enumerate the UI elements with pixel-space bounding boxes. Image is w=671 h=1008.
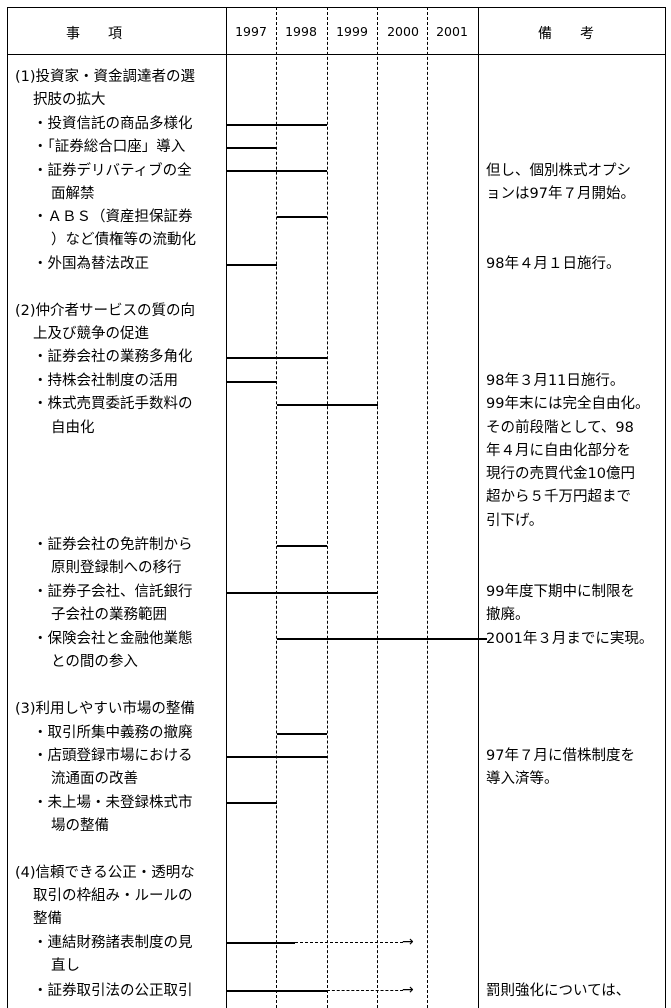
item-label: 原則登録制への移行 [51, 560, 182, 576]
year-label-1997: 1997 [235, 24, 267, 39]
year-divider [377, 7, 378, 1008]
year-divider [327, 7, 328, 1008]
timeline-bar [227, 264, 277, 266]
item-label: ・保険会社と金融他業態 [33, 631, 193, 647]
section-title: 択肢の拡大 [33, 92, 106, 108]
item-label: 面解禁 [51, 186, 95, 202]
item-label: ・外国為替法改正 [33, 256, 149, 272]
year-label-2000: 2000 [387, 24, 419, 39]
timeline-bar [277, 638, 487, 640]
section-title: (3)利用しやすい市場の整備 [15, 701, 195, 717]
timeline-bar [227, 147, 277, 149]
timeline-bar [227, 381, 277, 383]
item-label: ・店頭登録市場における [33, 748, 193, 764]
item-label: ・ＡＢＳ（資産担保証券 [33, 209, 193, 225]
table-top-border [7, 7, 665, 8]
timeline-bar [227, 170, 327, 172]
timeline-bar [277, 545, 327, 547]
remark-text: 現行の売買代金10億円 [486, 466, 635, 482]
timeline-bar [227, 357, 327, 359]
timeline-bar [227, 990, 327, 992]
item-label: との間の参入 [51, 654, 138, 670]
year-label-1998: 1998 [285, 24, 317, 39]
timeline-dashed-extension [295, 942, 403, 943]
timeline-bar [227, 124, 327, 126]
timeline-bar [277, 733, 327, 735]
remark-text: 導入済等。 [486, 771, 559, 787]
item-label: ・持株会社制度の活用 [33, 373, 178, 389]
header-jikou: 事 項 [66, 26, 122, 42]
section-title: (1)投資家・資金調達者の選 [15, 69, 196, 85]
item-label: ・証券子会社、信託銀行 [33, 584, 193, 600]
remark-text: 但し、個別株式オプシ [486, 163, 631, 179]
timeline-bar [227, 756, 327, 758]
section-title: (2)仲介者サービスの質の向 [15, 303, 196, 319]
section-title: 取引の枠組み・ルールの [33, 888, 193, 904]
section-title: (4)信頼できる公正・透明な [15, 865, 195, 881]
remark-text: 97年７月に借株制度を [486, 748, 635, 764]
col-divider-remarks [478, 7, 479, 1008]
remark-text: 引下げ。 [486, 513, 544, 529]
remark-text: ョンは97年７月開始。 [486, 186, 635, 202]
header-bottom-border [7, 54, 665, 55]
section-title: 上及び競争の促進 [33, 326, 149, 342]
remark-text: 罰則強化については、 [486, 983, 631, 999]
year-divider [427, 7, 428, 1008]
year-label-1999: 1999 [336, 24, 368, 39]
item-label: 子会社の業務範囲 [51, 607, 167, 623]
item-label: ）など債権等の流動化 [51, 232, 196, 248]
item-label: 流通面の改善 [51, 771, 138, 787]
section-title: 整備 [33, 911, 62, 927]
timeline-bar [227, 592, 378, 594]
item-label: ・証券会社の免許制から [33, 537, 193, 553]
remark-text: 99年末には完全自由化。 [486, 396, 650, 412]
timeline-bar [277, 404, 378, 406]
arrow-right-icon: → [402, 982, 414, 998]
timeline-bar [277, 216, 327, 218]
timeline-bar [227, 942, 295, 944]
year-label-2001: 2001 [436, 24, 468, 39]
timeline-dashed-extension [327, 990, 403, 991]
remark-text: その前段階として、98 [486, 420, 634, 436]
item-label: 場の整備 [51, 818, 109, 834]
remark-text: 撤廃。 [486, 607, 530, 623]
item-label: 直し [51, 958, 80, 974]
year-divider [276, 7, 277, 1008]
item-label: ・株式売買委託手数料の [33, 396, 193, 412]
remark-text: 超から５千万円超まで [486, 489, 631, 505]
item-label: ・証券取引法の公正取引 [33, 983, 193, 999]
item-label: ・取引所集中義務の撤廃 [33, 725, 193, 741]
item-label: ・証券会社の業務多角化 [33, 349, 193, 365]
timeline-bar [227, 802, 277, 804]
remark-text: 98年４月１日施行。 [486, 256, 621, 272]
table-left-border [7, 7, 8, 1008]
remark-text: 99年度下期中に制限を [486, 584, 635, 600]
arrow-right-icon: → [402, 934, 414, 950]
col-divider-items [226, 7, 227, 1008]
header-bikou: 備 考 [538, 26, 594, 42]
table-right-border [665, 7, 666, 1008]
item-label: ・未上場・未登録株式市 [33, 795, 193, 811]
item-label: ・証券デリバティブの全 [33, 163, 192, 179]
item-label: ・「証券総合口座」導入 [33, 139, 186, 155]
remark-text: 98年３月11日施行。 [486, 373, 625, 389]
item-label: ・投資信託の商品多様化 [33, 116, 193, 132]
remark-text: 2001年３月までに実現。 [486, 631, 654, 647]
item-label: ・連結財務諸表制度の見 [33, 935, 193, 951]
remark-text: 年４月に自由化部分を [486, 443, 631, 459]
item-label: 自由化 [51, 420, 95, 436]
